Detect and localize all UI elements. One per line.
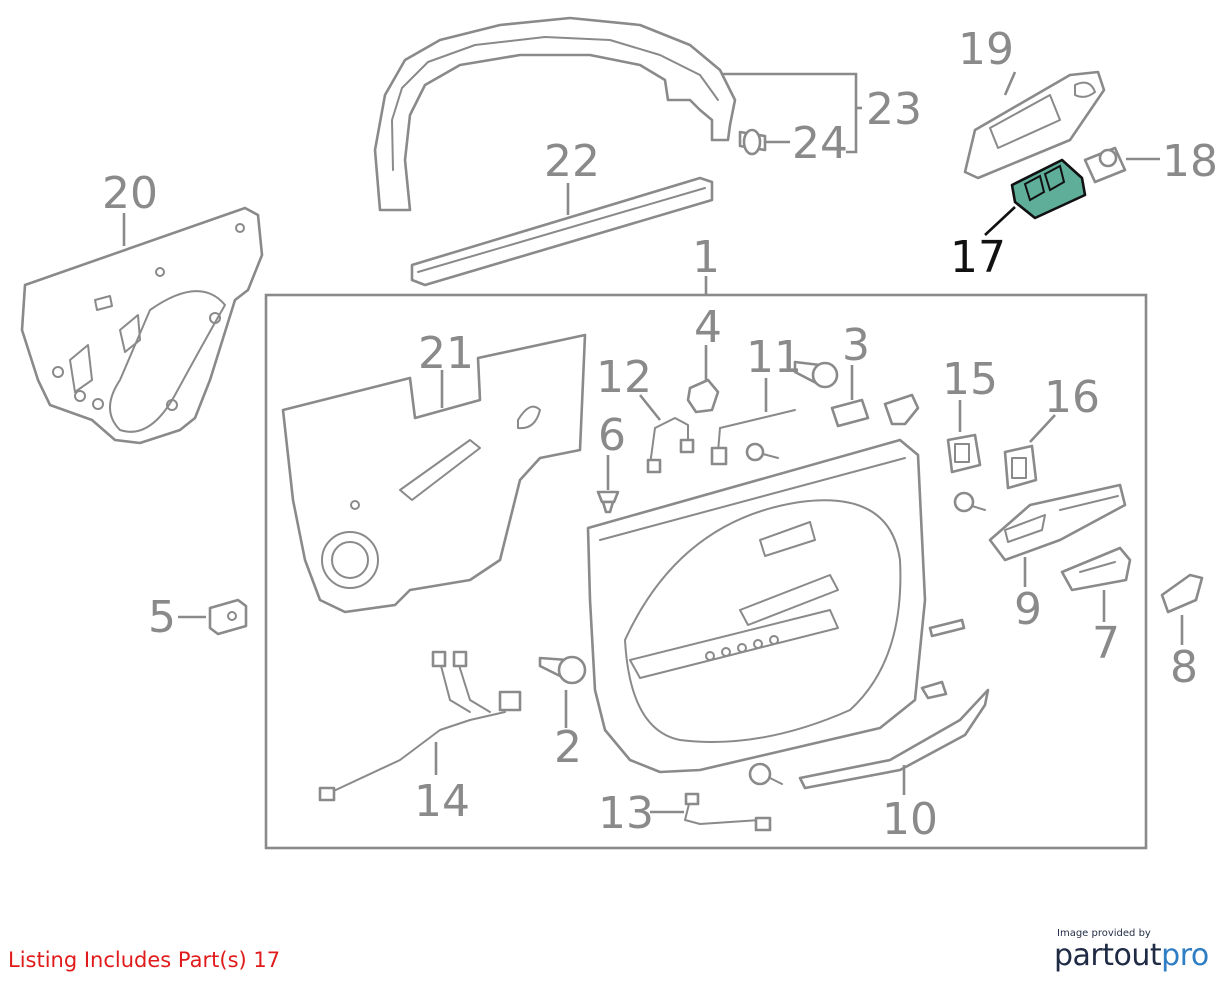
brand-part1: partout bbox=[1054, 938, 1162, 973]
callout-16: 16 bbox=[1044, 372, 1100, 423]
callout-20: 20 bbox=[102, 168, 158, 219]
callout-9: 9 bbox=[1014, 584, 1042, 635]
leader-lines bbox=[122, 71, 1184, 814]
part-12-harness[interactable] bbox=[646, 417, 695, 474]
callout-13: 13 bbox=[598, 788, 654, 839]
callout-3: 3 bbox=[842, 320, 870, 371]
part-8-cap[interactable] bbox=[1160, 573, 1204, 614]
part-24-clip[interactable] bbox=[738, 128, 767, 156]
callout-7: 7 bbox=[1092, 618, 1120, 669]
part-4-nut[interactable] bbox=[686, 378, 720, 414]
callout-11: 11 bbox=[746, 332, 802, 383]
part-17-window-switch[interactable] bbox=[1010, 158, 1087, 220]
part-16-switch[interactable] bbox=[1003, 444, 1038, 490]
callout-14: 14 bbox=[414, 776, 470, 827]
part-15-switch[interactable] bbox=[946, 433, 982, 474]
callout-15: 15 bbox=[942, 354, 998, 405]
image-credit-caption: Image provided by bbox=[1057, 928, 1151, 939]
screw[interactable] bbox=[745, 442, 779, 462]
part-23-frame-molding[interactable] bbox=[373, 16, 737, 212]
callout-10: 10 bbox=[882, 794, 938, 845]
callout-2: 2 bbox=[554, 722, 582, 773]
part-14-harness[interactable] bbox=[318, 650, 522, 802]
part-7-handle-bezel[interactable] bbox=[1060, 546, 1132, 592]
callout-5: 5 bbox=[148, 592, 176, 643]
callout-21: 21 bbox=[418, 328, 474, 379]
part-5-clip[interactable] bbox=[208, 598, 248, 636]
callout-1: 1 bbox=[692, 232, 720, 283]
part-19-switch-bezel[interactable] bbox=[963, 70, 1106, 180]
part-11-harness[interactable] bbox=[710, 409, 796, 466]
part-21-water-deflector[interactable] bbox=[281, 333, 587, 614]
screw[interactable] bbox=[748, 762, 783, 786]
callout-8: 8 bbox=[1170, 642, 1198, 693]
small-clip[interactable] bbox=[920, 618, 966, 700]
part-1-door-trim-panel[interactable] bbox=[586, 438, 927, 774]
callout-19: 19 bbox=[958, 24, 1014, 75]
part-2-grommet[interactable] bbox=[538, 655, 587, 685]
callout-4: 4 bbox=[694, 302, 722, 353]
part-20-door-module[interactable] bbox=[20, 206, 264, 445]
part-6-push-pin[interactable] bbox=[596, 490, 620, 514]
part-3-clip[interactable] bbox=[830, 393, 920, 428]
listing-includes-note: Listing Includes Part(s) 17 bbox=[8, 948, 281, 972]
screw[interactable] bbox=[953, 491, 986, 513]
callout-23: 23 bbox=[866, 84, 922, 135]
brand-part2: pro bbox=[1161, 938, 1209, 973]
part-13-harness[interactable] bbox=[684, 792, 772, 832]
callout-24: 24 bbox=[792, 118, 848, 169]
part-22-belt-molding[interactable] bbox=[410, 176, 714, 287]
callout-22: 22 bbox=[544, 136, 600, 187]
callout-17: 17 bbox=[950, 232, 1006, 283]
callout-12: 12 bbox=[596, 352, 652, 403]
part-grommet[interactable] bbox=[793, 360, 839, 389]
partoutpro-logo: partoutpro bbox=[1054, 938, 1209, 973]
part-9-inside-handle[interactable] bbox=[988, 483, 1127, 562]
part-18-switch[interactable] bbox=[1083, 146, 1127, 184]
callout-6: 6 bbox=[598, 410, 626, 461]
callout-18: 18 bbox=[1162, 136, 1218, 187]
part-10-lower-molding[interactable] bbox=[798, 688, 990, 790]
